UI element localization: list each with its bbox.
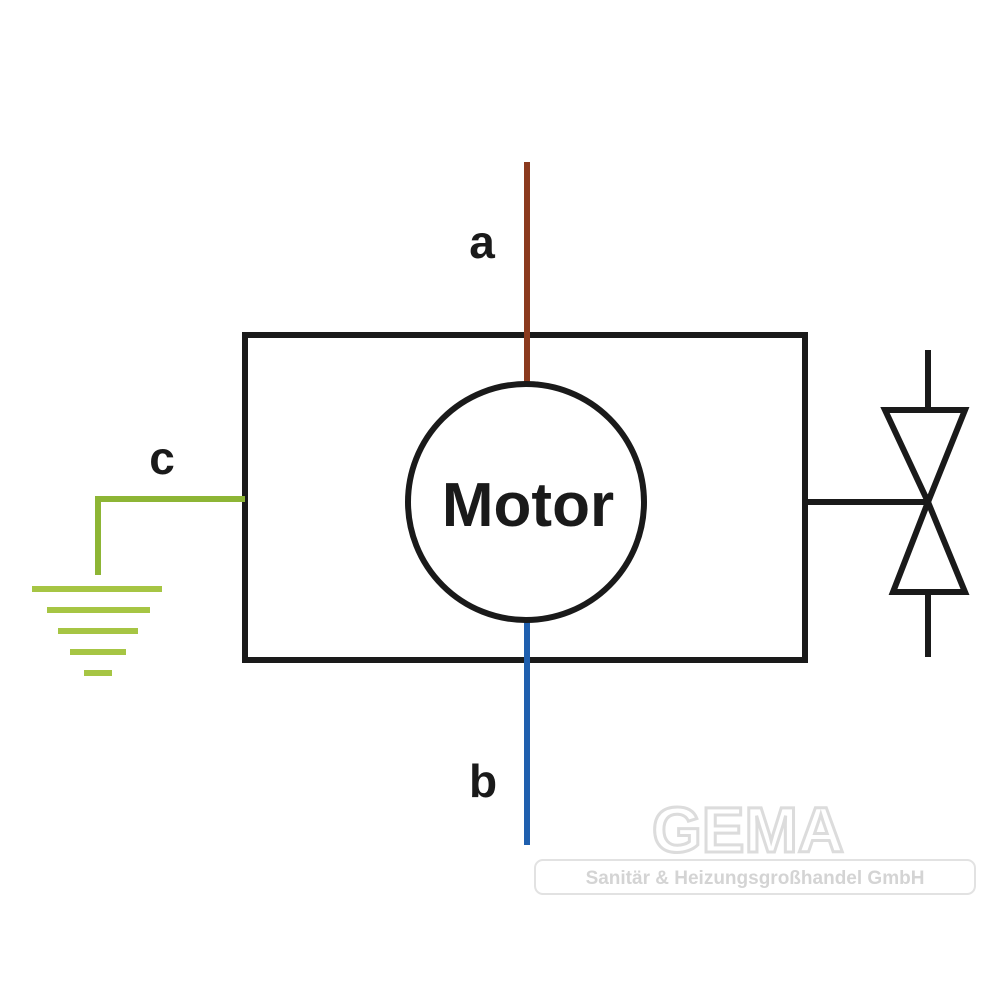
- ground-symbol: [32, 586, 162, 676]
- watermark-tagline-bar: [534, 859, 976, 895]
- gema-watermark: GEMA Sanitär & Heizungsgroßhandel GmbH: [534, 793, 976, 895]
- wire-a-label: a: [469, 216, 495, 268]
- valve-symbol: [880, 350, 970, 657]
- motor-circle: [405, 381, 647, 623]
- watermark-tagline: Sanitär & Heizungsgroßhandel GmbH: [586, 868, 925, 889]
- wire-b-label: b: [469, 755, 497, 807]
- wire-c: [95, 496, 245, 575]
- watermark-brand: GEMA: [652, 794, 844, 866]
- motor-label: Motor: [442, 471, 614, 540]
- wire-c-label: c: [149, 432, 175, 484]
